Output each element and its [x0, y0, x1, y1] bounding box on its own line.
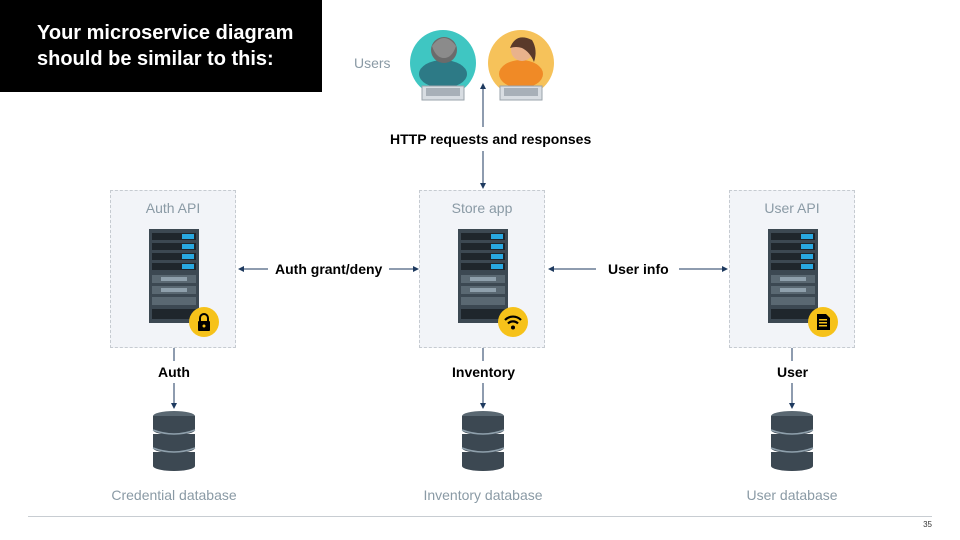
service-title: User API [764, 200, 820, 216]
document-icon [817, 314, 830, 330]
service-user-api: User API [729, 190, 855, 348]
user-database-label: User database [746, 487, 838, 503]
http-label: HTTP requests and responses [390, 131, 592, 147]
service-auth-api: Auth API [110, 190, 236, 348]
wifi-icon [504, 315, 522, 330]
server-icon [768, 229, 818, 323]
user-info-label: User info [608, 261, 669, 277]
auth-label: Auth [158, 364, 190, 380]
auth-grant-label: Auth grant/deny [275, 261, 383, 277]
inventory-database-label: Inventory database [423, 487, 543, 503]
user-avatar-2 [488, 30, 554, 101]
users-label: Users [354, 55, 391, 71]
title-line-2: should be similar to this: [37, 48, 274, 70]
user-avatar-1 [410, 30, 476, 101]
inventory-label: Inventory [452, 364, 516, 380]
user-label: User [777, 364, 809, 380]
credential-database-label: Credential database [111, 487, 237, 503]
lock-icon [198, 313, 210, 331]
service-store-app: Store app [419, 190, 545, 348]
title-line-1: Your microservice diagram [37, 22, 294, 44]
server-icon [149, 229, 199, 323]
service-title: Store app [451, 200, 513, 216]
database-icon [461, 411, 505, 471]
database-icon [770, 411, 814, 471]
title-box: Your microservice diagram should be simi… [0, 0, 322, 92]
database-icon [152, 411, 196, 471]
page-number: 35 [923, 520, 932, 529]
badge [498, 307, 528, 337]
badge [189, 307, 219, 337]
footer-divider [28, 516, 932, 517]
service-title: Auth API [145, 200, 201, 216]
server-icon [458, 229, 508, 323]
badge [808, 307, 838, 337]
